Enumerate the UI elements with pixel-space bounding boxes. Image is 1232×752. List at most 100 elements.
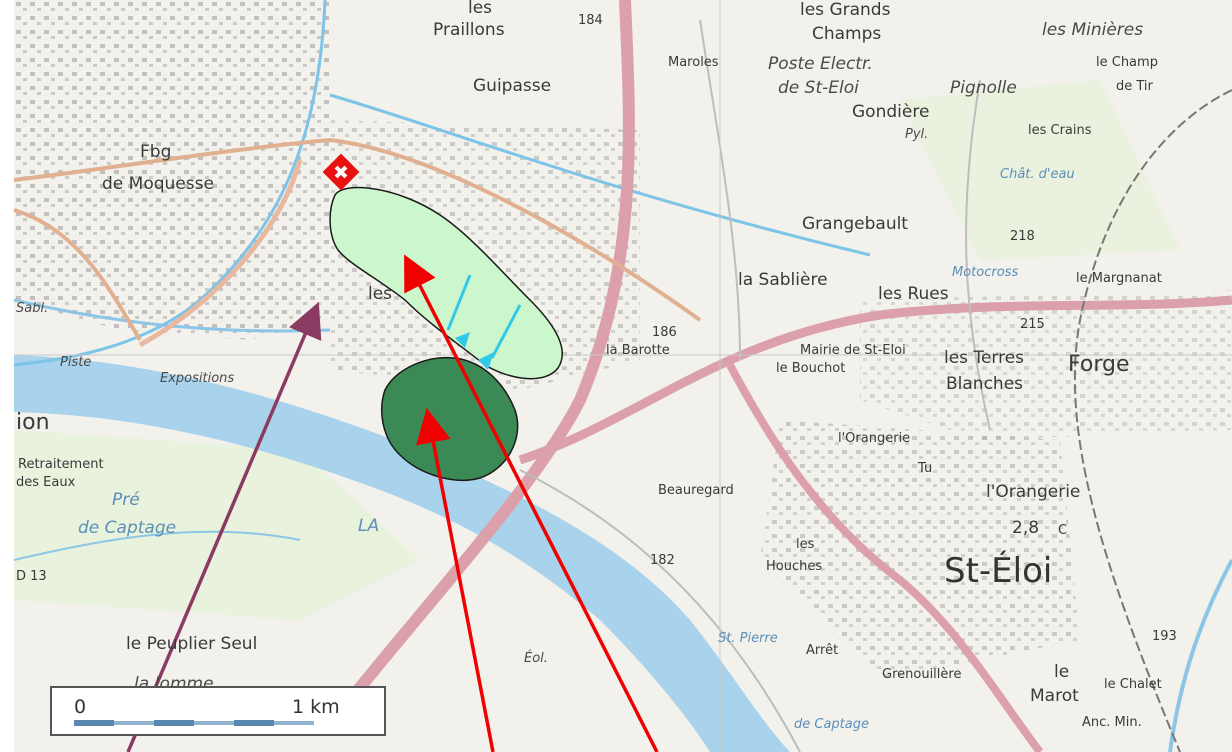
place-pyl: Pyl. — [905, 127, 929, 142]
place-gondiere: Gondière — [852, 102, 930, 122]
place-lorangerie-small: l'Orangerie — [838, 431, 911, 446]
highway-north-south — [345, 0, 635, 704]
place-motocross: Motocross — [952, 265, 1019, 280]
scale-bar-label: 1 km — [292, 696, 340, 718]
road-number-193: 193 — [1152, 629, 1177, 644]
scale-bar-zero: 0 — [74, 696, 87, 718]
place-blanches: Blanches — [946, 374, 1024, 394]
place-champs: Champs — [812, 24, 882, 44]
road-northwest — [13, 137, 702, 322]
road-number-215: 215 — [1020, 317, 1045, 332]
road-west — [13, 208, 142, 342]
place-les-minieres: les Minières — [1042, 20, 1144, 40]
urban-area-east — [860, 290, 1232, 440]
urban-area-northwest — [14, 0, 330, 340]
arrow-to-town — [126, 301, 322, 752]
place-les-houches-1: les — [796, 537, 815, 552]
stream-north — [329, 93, 871, 257]
place-sabl: Sabl. — [16, 301, 49, 316]
canal-left — [13, 0, 327, 367]
river-label-la: LA — [358, 516, 380, 536]
place-piste: Piste — [60, 355, 92, 370]
urban-area-st-eloi — [760, 420, 1080, 680]
zone-entry-arrow-2 — [478, 352, 494, 370]
road-number-218: 218 — [1010, 229, 1035, 244]
scale-bar: 0 1 km — [50, 686, 386, 736]
place-st-pierre: St. Pierre — [718, 631, 778, 646]
place-les-top: les — [468, 0, 493, 18]
river-channel-upper — [13, 298, 331, 333]
place-le: le — [1054, 662, 1070, 682]
place-expositions: Expositions — [160, 371, 235, 386]
place-le-bouchot: le Bouchot — [776, 361, 846, 376]
place-marot: Marot — [1030, 686, 1079, 706]
place-tu: Tu — [918, 461, 933, 476]
place-grangebault: Grangebault — [802, 214, 908, 234]
place-de-tir: de Tir — [1116, 79, 1153, 94]
place-la-sabliere: la Sablière — [738, 270, 828, 290]
place-la-barotte: la Barotte — [606, 343, 670, 358]
scale-bar-line — [74, 720, 314, 726]
place-anc-min: Anc. Min. — [1082, 715, 1142, 730]
place-st-eloi: St-Éloi — [944, 551, 1053, 591]
place-de-captage-left: de Captage — [78, 518, 177, 538]
place-mairie: Mairie de St-Eloi — [800, 343, 906, 358]
place-de-moquesse: de Moquesse — [102, 174, 214, 194]
place-maroles: Maroles — [668, 55, 719, 70]
stream-east — [1168, 559, 1232, 752]
place-les-mid: les — [368, 284, 393, 304]
place-ion: ion — [16, 410, 50, 435]
place-grenouillere: Grenouillère — [882, 667, 962, 682]
road-st-eloi — [726, 363, 1044, 752]
road-secondary-2 — [519, 469, 801, 752]
road-number-186: 186 — [652, 325, 677, 340]
road-number-d13: D 13 — [16, 569, 47, 584]
place-guipasse: Guipasse — [473, 76, 552, 96]
place-pre: Pré — [112, 490, 140, 510]
place-le-peuplier-seul: le Peuplier Seul — [126, 634, 258, 654]
zone-crossing-line-1 — [446, 274, 472, 331]
place-les-grands: les Grands — [800, 0, 891, 20]
road-number-182: 182 — [650, 553, 675, 568]
green-field-1 — [14, 430, 420, 620]
site-marker-icon[interactable] — [322, 153, 360, 191]
green-field-2 — [900, 80, 1180, 260]
place-le-chalet: le Chalet — [1104, 677, 1162, 692]
place-de-st-eloi: de St-Eloi — [778, 78, 859, 98]
place-le-margnanat: le Margnanat — [1076, 271, 1162, 286]
place-fbg: Fbg — [140, 142, 172, 162]
place-eol: Éol. — [524, 651, 548, 666]
place-pignolle: Pignolle — [950, 78, 1017, 98]
cemetery-marker: C — [1058, 523, 1068, 538]
zone-light-green[interactable] — [329, 186, 563, 380]
railway — [1073, 89, 1232, 752]
place-arret: Arrêt — [806, 643, 839, 658]
road-canal-side — [138, 159, 303, 348]
place-de-captage-right: de Captage — [794, 717, 869, 732]
place-les-rues: les Rues — [878, 284, 949, 304]
place-les-houches-2: Houches — [766, 559, 823, 574]
zone-entry-arrow-1 — [455, 332, 470, 348]
place-le-champ: le Champ — [1096, 55, 1158, 70]
arrow-to-dark-zone — [416, 407, 495, 752]
place-les-crains: les Crains — [1028, 123, 1092, 138]
place-retraitement: Retraitement — [18, 457, 104, 472]
road-secondary-1 — [699, 19, 741, 361]
road-number-28: 2,8 — [1012, 518, 1040, 538]
place-des-eaux: des Eaux — [16, 475, 76, 490]
zone-crossing-line-2 — [490, 304, 522, 359]
place-praillons: Praillons — [433, 20, 505, 40]
road-number-184: 184 — [578, 13, 603, 28]
place-poste-elec: Poste Electr. — [768, 54, 873, 74]
arrow-to-light-zone — [404, 254, 659, 752]
place-chat-deau: Chât. d'eau — [1000, 167, 1075, 182]
place-les-terres: les Terres — [944, 348, 1025, 368]
highway-east — [518, 295, 1232, 465]
road-secondary-3 — [965, 79, 991, 431]
stream-south — [13, 530, 301, 561]
place-beauregard: Beauregard — [658, 483, 734, 498]
river-loire — [14, 355, 790, 752]
place-forge: Forge — [1068, 352, 1130, 377]
